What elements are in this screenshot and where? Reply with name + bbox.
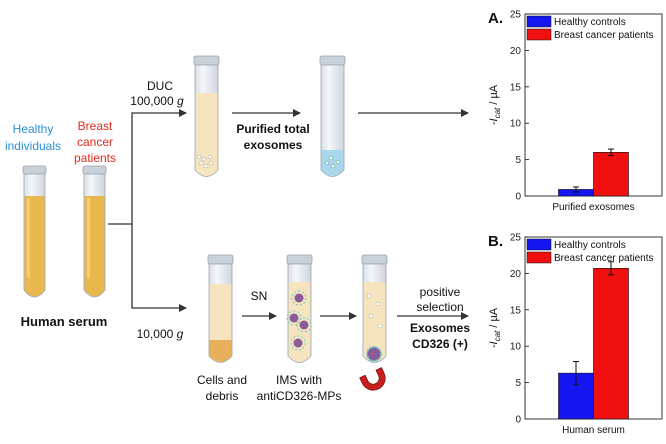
y-tick-label: 0 [515,192,521,203]
bar-breast-cancer-patients [593,268,629,420]
svg-text:selection: selection [416,300,463,314]
y-tick-label: 20 [510,46,522,57]
purified-exosomes-label: Purified total exosomes [236,122,309,152]
chart-panel-b: B. 0 5 10 15 20 25 -Icat / µA Human serum Healthy… [488,233,663,436]
speed-10k-label: 10,000 g [137,327,184,341]
y-tick-label: 10 [510,119,522,130]
x-category-label: Purified exosomes [552,202,634,213]
y-tick-label: 0 [515,415,521,426]
y-tick-label: 5 [515,155,521,166]
chart-panel-a: A. 0 5 10 15 20 25 -Icat / µA Purified exosomes H… [488,10,663,213]
arrow-to-10k [131,224,187,312]
y-tick-label: 25 [510,10,522,21]
branch-connector [108,109,187,312]
y-axis-label: -Icat / µA [488,84,502,125]
x-category-label: Human serum [562,425,625,436]
sn-label: SN [251,289,268,303]
y-tick-label: 20 [510,269,522,280]
legend-swatch [526,28,552,41]
legend-label: Breast cancer patients [554,30,654,41]
panel-label: B. [488,233,503,250]
serum-tube-healthy [22,165,47,298]
legend-label: Healthy controls [554,240,626,251]
svg-text:Purified total: Purified total [236,122,309,136]
legend-label: Breast cancer patients [554,253,654,264]
cells-debris-tube [207,254,234,363]
purified-exosomes-tube [319,55,346,177]
svg-text:Healthy: Healthy [13,122,54,136]
panel-label: A. [488,10,503,27]
svg-text:positive: positive [420,285,461,299]
exosomes-cd326-label: Exosomes CD326 (+) [410,321,470,351]
svg-text:debris: debris [206,389,239,403]
svg-text:antiCD326-MPs: antiCD326-MPs [257,389,342,403]
svg-text:Breast: Breast [78,119,113,133]
immunomagnetic-particle-icon [286,290,312,351]
svg-text:Cells and: Cells and [197,373,247,387]
svg-text:patients: patients [74,151,116,165]
cells-and-debris-label: Cells and debris [197,373,247,403]
legend-swatch [526,15,552,28]
y-axis-label: -Icat / µA [488,307,502,348]
duc-label: DUC [147,79,173,93]
ims-tube [286,254,313,363]
centrifuge-tube-duc [193,55,220,177]
y-tick-label: 15 [510,82,522,93]
arrow-to-duc [108,109,187,225]
healthy-individuals-label: Healthy individuals [5,122,61,153]
legend-swatch [526,238,552,251]
y-tick-label: 25 [510,233,522,244]
legend-label: Healthy controls [554,17,626,28]
bar-breast-cancer-patients [593,152,629,197]
magnet-icon [359,367,386,391]
y-tick-label: 5 [515,378,521,389]
human-serum-label: Human serum [21,314,108,329]
y-tick-label: 10 [510,342,522,353]
duc-speed-label: 100,000 g [130,94,184,108]
breast-cancer-patients-label: Breast cancer patients [74,119,116,165]
svg-text:CD326 (+): CD326 (+) [412,337,468,351]
svg-text:cancer: cancer [77,135,113,149]
svg-text:Exosomes: Exosomes [410,321,470,335]
svg-text:exosomes: exosomes [244,138,303,152]
legend-swatch [526,251,552,264]
svg-text:individuals: individuals [5,139,61,153]
positive-selection-label: positive selection [416,285,463,314]
svg-text:IMS with: IMS with [276,373,322,387]
ims-label: IMS with antiCD326-MPs [257,373,342,403]
magnetic-separation-tube [361,254,388,363]
y-tick-label: 15 [510,305,522,316]
serum-tube-cancer [82,165,107,298]
